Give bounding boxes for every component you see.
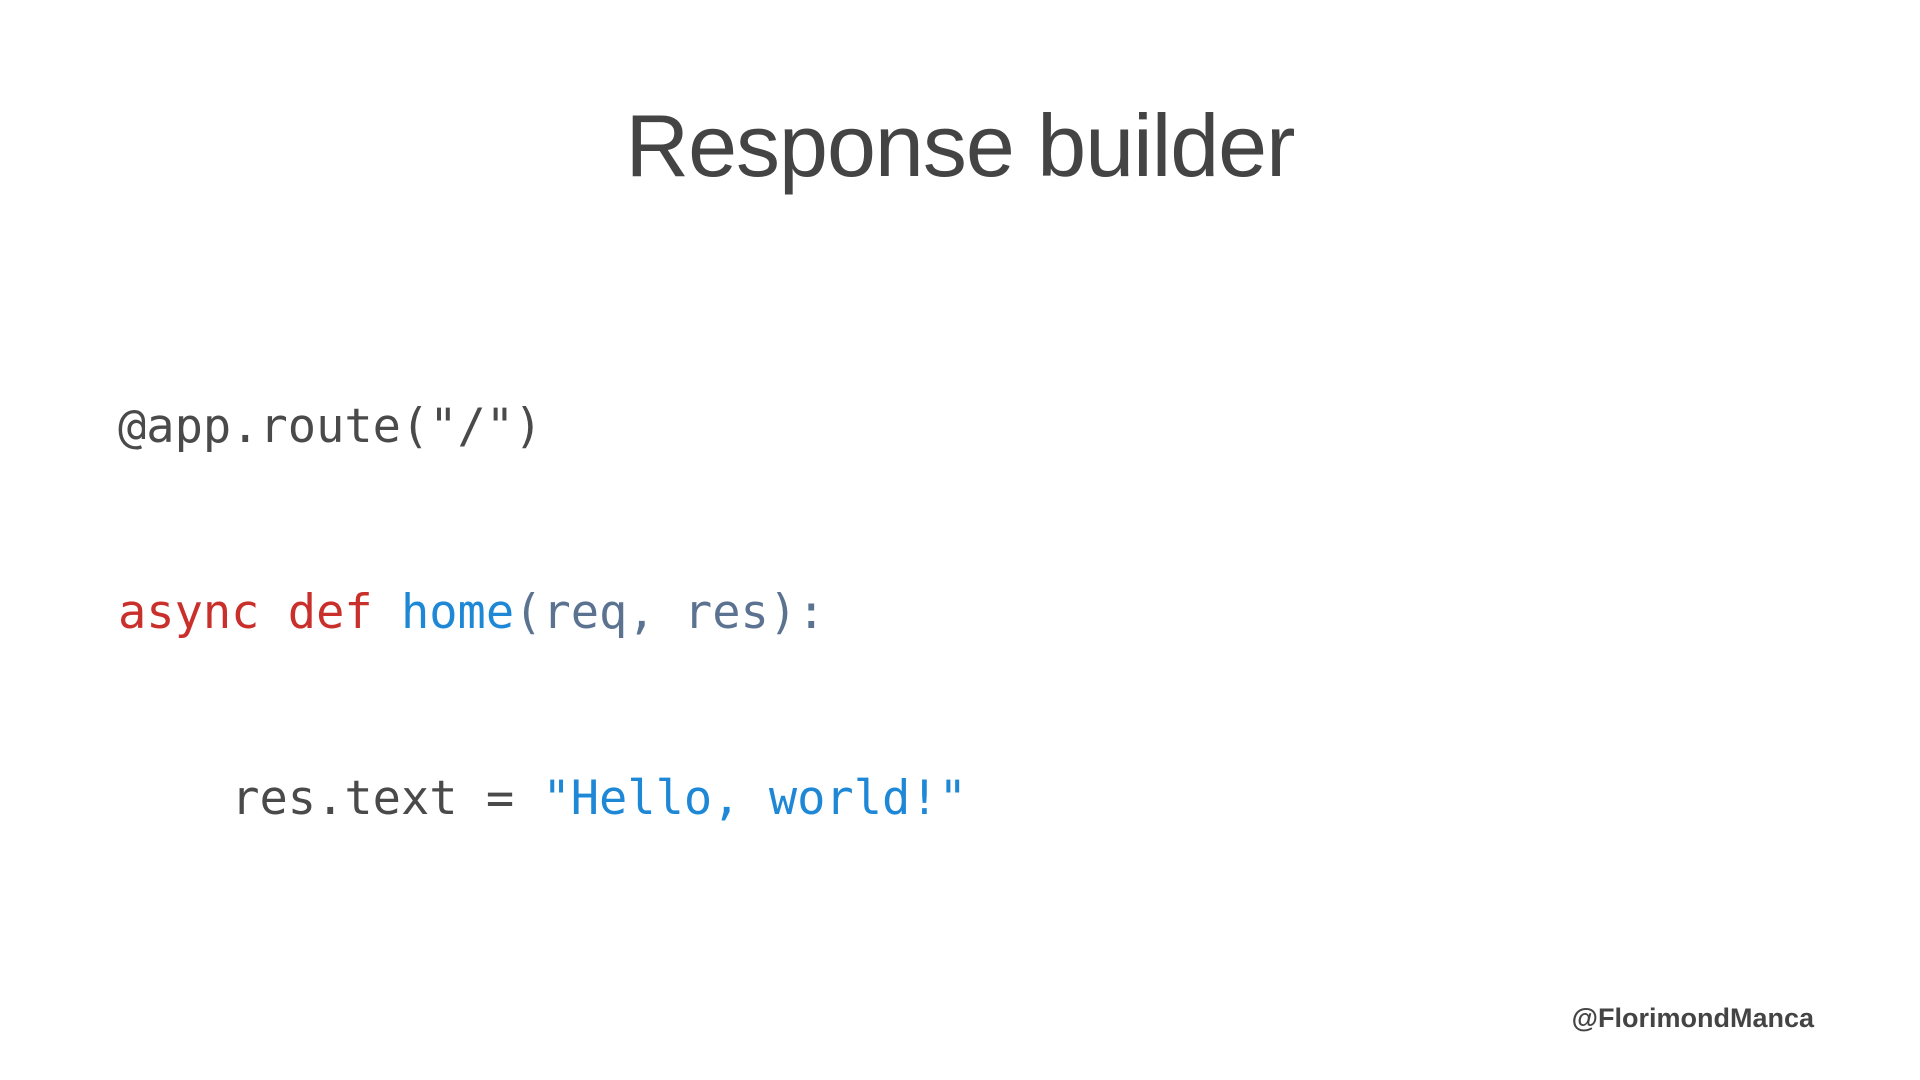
function-name: home (400, 585, 515, 640)
assignment-statement: res.text = (231, 771, 543, 826)
code-block: @app.route("/") async def home(req, res)… (118, 272, 967, 954)
function-params: (req, res): (514, 585, 826, 640)
string-literal: "Hello, world!" (542, 771, 967, 826)
async-keyword: async (118, 585, 260, 640)
code-line-function-def: async def home(req, res): (118, 582, 967, 644)
code-line-decorator: @app.route("/") (118, 396, 967, 458)
author-handle: @FlorimondManca (1571, 1003, 1814, 1033)
decorator-token: @app.route("/") (118, 399, 543, 454)
slide-title: Response builder (625, 96, 1296, 195)
code-line-body: res.text = "Hello, world!" (118, 768, 967, 830)
def-keyword: def (287, 585, 373, 640)
